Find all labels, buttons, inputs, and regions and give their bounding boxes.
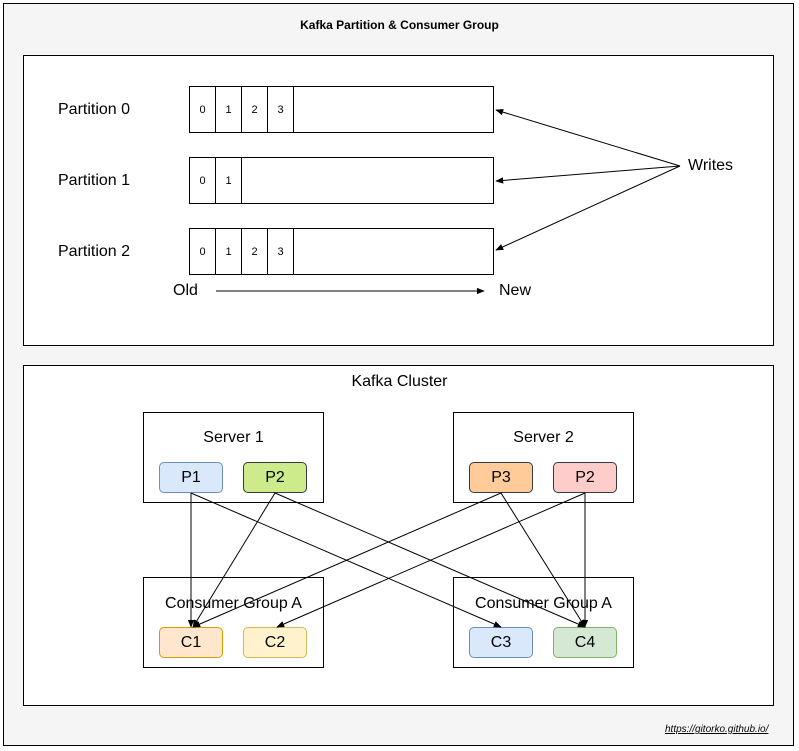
offset-cell: 0 <box>190 87 216 132</box>
diagram-title: Kafka Partition & Consumer Group <box>300 18 499 32</box>
partition-2-label: Partition 2 <box>58 243 131 260</box>
consumer-c1: C1 <box>159 627 223 658</box>
writes-label: Writes <box>688 157 734 174</box>
partition-0-log: 0 1 2 3 <box>189 86 494 133</box>
partition-0-label: Partition 0 <box>58 101 131 118</box>
consumer-group-left-label: Consumer Group A <box>165 595 302 612</box>
kafka-cluster-panel <box>23 365 774 706</box>
old-label: Old <box>173 282 198 299</box>
partition-1-log: 0 1 <box>189 157 494 204</box>
credit-link[interactable]: https://gitorko.github.io/ <box>665 724 769 735</box>
partition-p2-server-1: P2 <box>243 462 307 493</box>
consumer-c2: C2 <box>243 627 307 658</box>
offset-cell: 1 <box>216 158 242 203</box>
offset-cell: 2 <box>242 229 268 274</box>
offset-cell: 1 <box>216 87 242 132</box>
cluster-label: Kafka Cluster <box>351 373 448 390</box>
server-2-label: Server 2 <box>513 429 574 446</box>
offset-cell: 2 <box>242 87 268 132</box>
partition-2-log: 0 1 2 3 <box>189 228 494 275</box>
offset-cell: 3 <box>268 229 294 274</box>
partition-1-label: Partition 1 <box>58 172 131 189</box>
new-label: New <box>499 282 532 299</box>
consumer-c3: C3 <box>469 627 533 658</box>
offset-cell: 1 <box>216 229 242 274</box>
server-1-label: Server 1 <box>203 429 264 446</box>
offset-cell: 0 <box>190 158 216 203</box>
partition-p3-server-2: P3 <box>469 462 533 493</box>
partition-p2-server-2: P2 <box>553 462 617 493</box>
consumer-c4: C4 <box>553 627 617 658</box>
consumer-group-right-label: Consumer Group A <box>475 595 612 612</box>
offset-cell: 0 <box>190 229 216 274</box>
offset-cell: 3 <box>268 87 294 132</box>
partition-p1-server-1: P1 <box>159 462 223 493</box>
